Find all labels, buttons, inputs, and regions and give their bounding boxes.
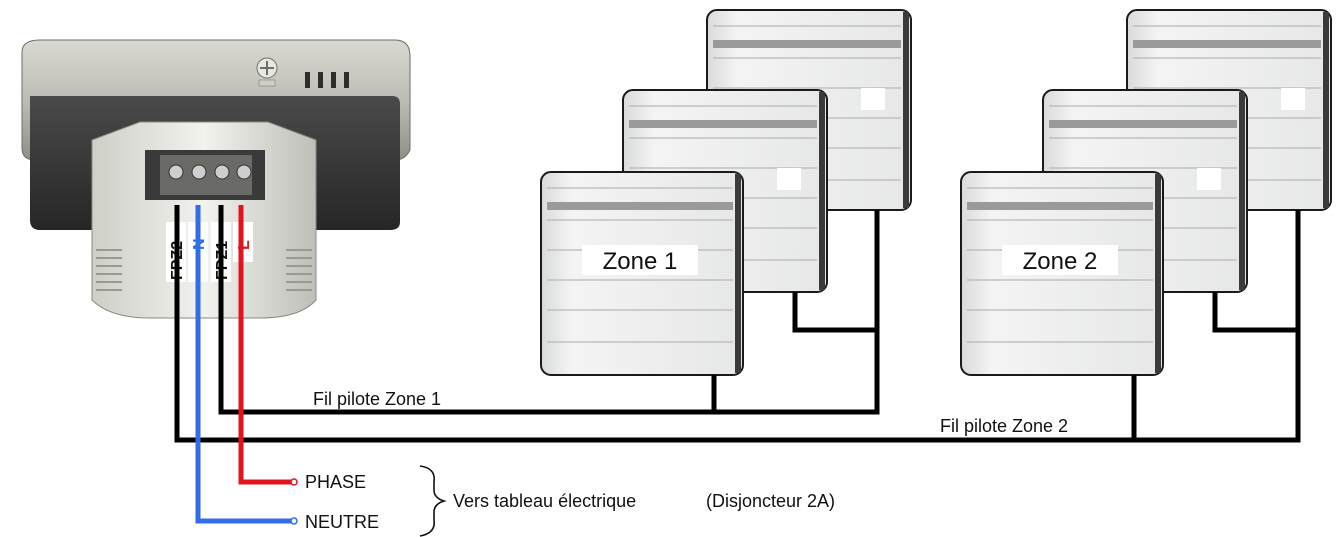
radiator-zone2: Zone 2 (960, 171, 1164, 376)
radiator-side (1239, 92, 1245, 290)
terminal-l-label: L (236, 240, 253, 250)
breaker-label: (Disjoncteur 2A) (706, 491, 835, 511)
radiator-panel (1197, 168, 1221, 190)
phase-label: PHASE (305, 472, 366, 492)
vent-slots (305, 72, 349, 88)
radiator-top-stripe (547, 202, 733, 210)
back-panel-white (310, 264, 398, 306)
phase-terminal-dot (290, 478, 298, 486)
radiator-panel (777, 168, 801, 190)
radiator-top-stripe (967, 202, 1153, 210)
radiator-panel (1281, 88, 1305, 110)
radiator-side (735, 174, 741, 373)
pilot-wire-zone2-branch2 (1212, 292, 1298, 333)
radiator-panel (861, 88, 885, 110)
zone-label-box (1002, 245, 1118, 275)
destination-label: Vers tableau électrique (453, 491, 636, 511)
base-ribs (96, 249, 312, 291)
neutral-terminal-dot (290, 517, 298, 525)
radiator-side (819, 92, 825, 290)
phase-wire (238, 205, 292, 485)
pilot-zone2-label: Fil pilote Zone 2 (940, 416, 1068, 436)
neutral-wire (195, 205, 292, 524)
terminal-block (145, 150, 265, 200)
radiator-side (903, 12, 909, 208)
pilot-wire-zone2 (174, 205, 1301, 443)
radiators: Zone 1 Zone 2 (540, 9, 1332, 376)
radiator-top-stripe (629, 120, 817, 128)
zone-label: Zone 1 (603, 248, 678, 275)
radiator-top-stripe (1133, 40, 1321, 48)
screw-icon (256, 57, 278, 87)
curly-brace (419, 465, 447, 537)
radiator-side (1323, 12, 1329, 208)
radiator-top-stripe (713, 40, 901, 48)
pilot-wire-zone1 (218, 205, 880, 415)
pilot-wire-zone1-branch2 (792, 292, 877, 333)
zone-label-box (582, 245, 698, 275)
pilot-zone1-label: Fil pilote Zone 1 (313, 389, 441, 409)
radiator-top-stripe (1049, 120, 1237, 128)
neutre-label: NEUTRE (305, 512, 379, 532)
thermostat-device: FPZ2 N FPZ1 L (21, 39, 411, 319)
radiator-side (1155, 174, 1161, 373)
zone-label: Zone 2 (1023, 248, 1098, 275)
wires (174, 205, 1301, 525)
radiator-zone1: Zone 1 (540, 171, 744, 376)
